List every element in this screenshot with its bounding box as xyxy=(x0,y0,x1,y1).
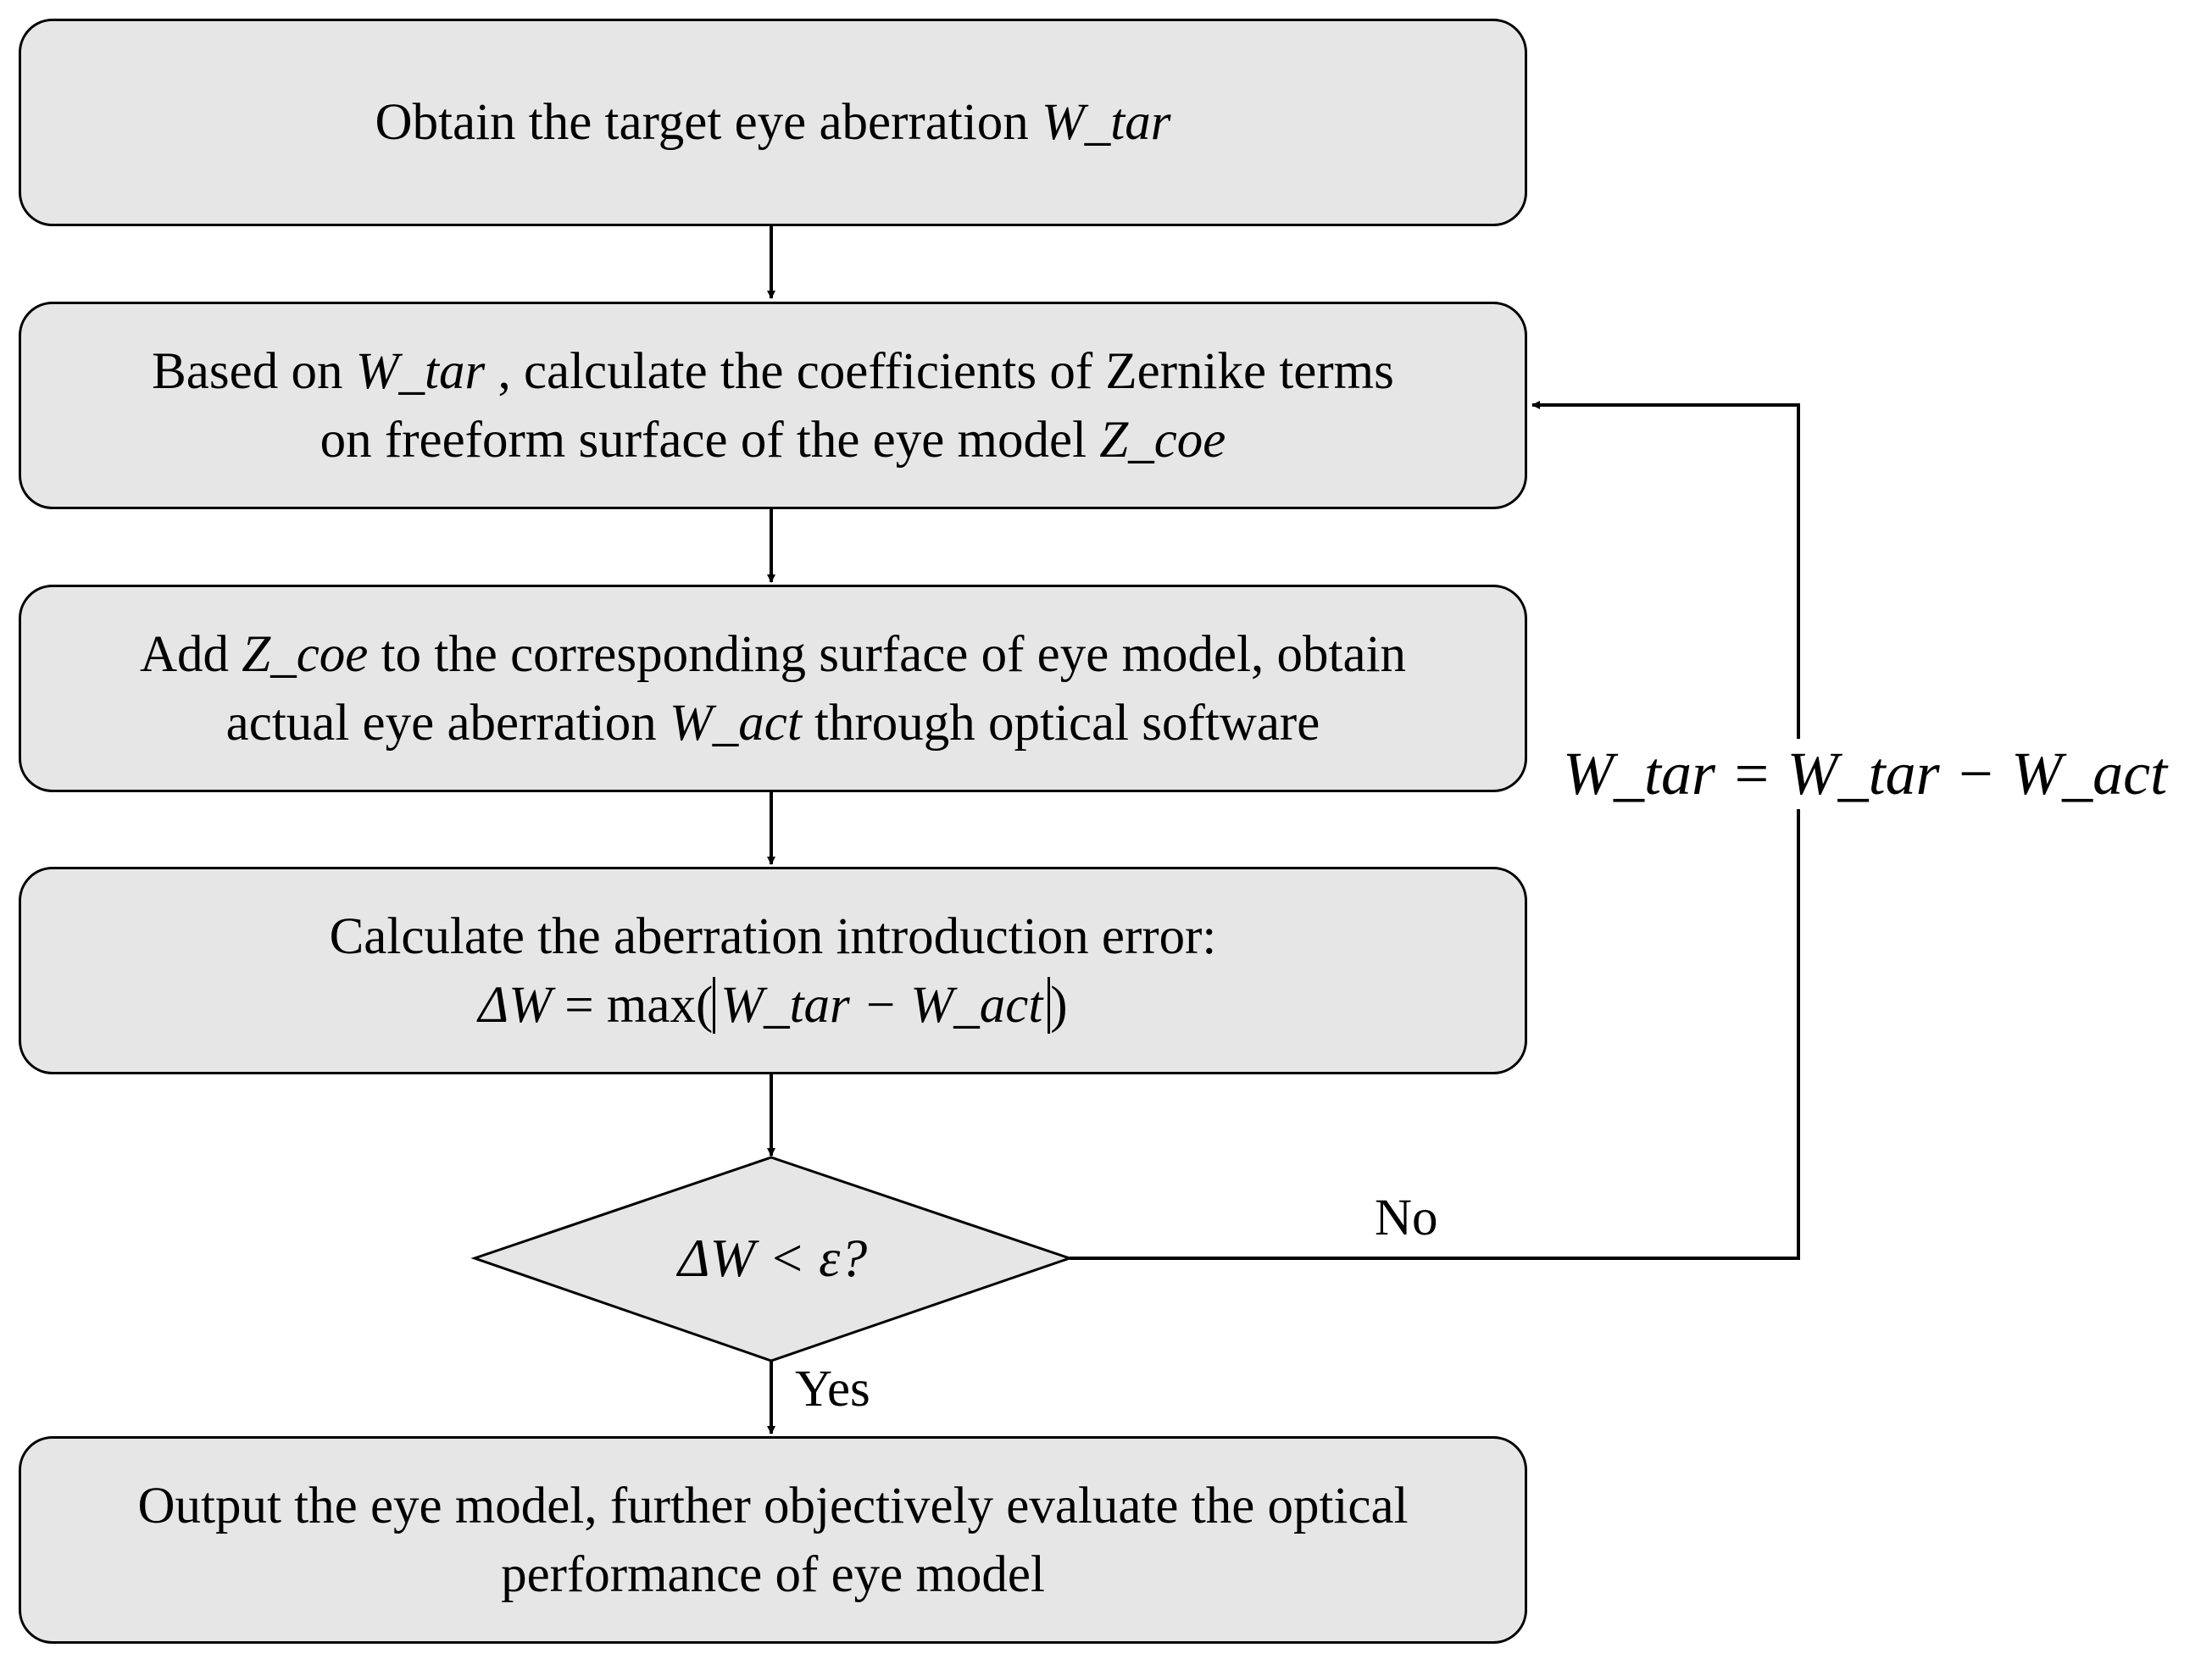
step3-line2: actual eye aberration W_act through opti… xyxy=(225,694,1320,752)
decision-condition: ΔW < ε? xyxy=(678,1228,868,1288)
step4-line1: Calculate the aberration introduction er… xyxy=(329,907,1217,965)
step-obtain-target-aberration: Obtain the target eye aberration W_tar xyxy=(19,19,1527,226)
step1-text: Obtain the target eye aberration W_tar xyxy=(375,94,1171,151)
step5-line2: performance of eye model xyxy=(501,1545,1045,1603)
step4-formula: ΔW = max(W_tar − W_act) xyxy=(478,976,1068,1034)
step-calculate-error: Calculate the aberration introduction er… xyxy=(19,867,1527,1074)
feedback-formula: W_tar = W_tar − W_act xyxy=(1558,739,2173,809)
step2-line2: on freeform surface of the eye model Z_c… xyxy=(320,411,1226,469)
step-calculate-zernike-coefficients: Based on W_tar , calculate the coefficie… xyxy=(19,302,1527,509)
yes-label: Yes xyxy=(795,1361,870,1418)
no-label: No xyxy=(1375,1190,1438,1246)
feedback-loop-line xyxy=(1070,401,1800,1260)
step3-line1: Add Z_coe to the corresponding surface o… xyxy=(139,625,1407,683)
step-add-zcoe-obtain-actual: Add Z_coe to the corresponding surface o… xyxy=(19,585,1527,792)
step5-line1: Output the eye model, further objectivel… xyxy=(137,1477,1409,1534)
step2-line1: Based on W_tar , calculate the coefficie… xyxy=(152,342,1394,400)
step-output-eye-model: Output the eye model, further objectivel… xyxy=(19,1436,1527,1644)
